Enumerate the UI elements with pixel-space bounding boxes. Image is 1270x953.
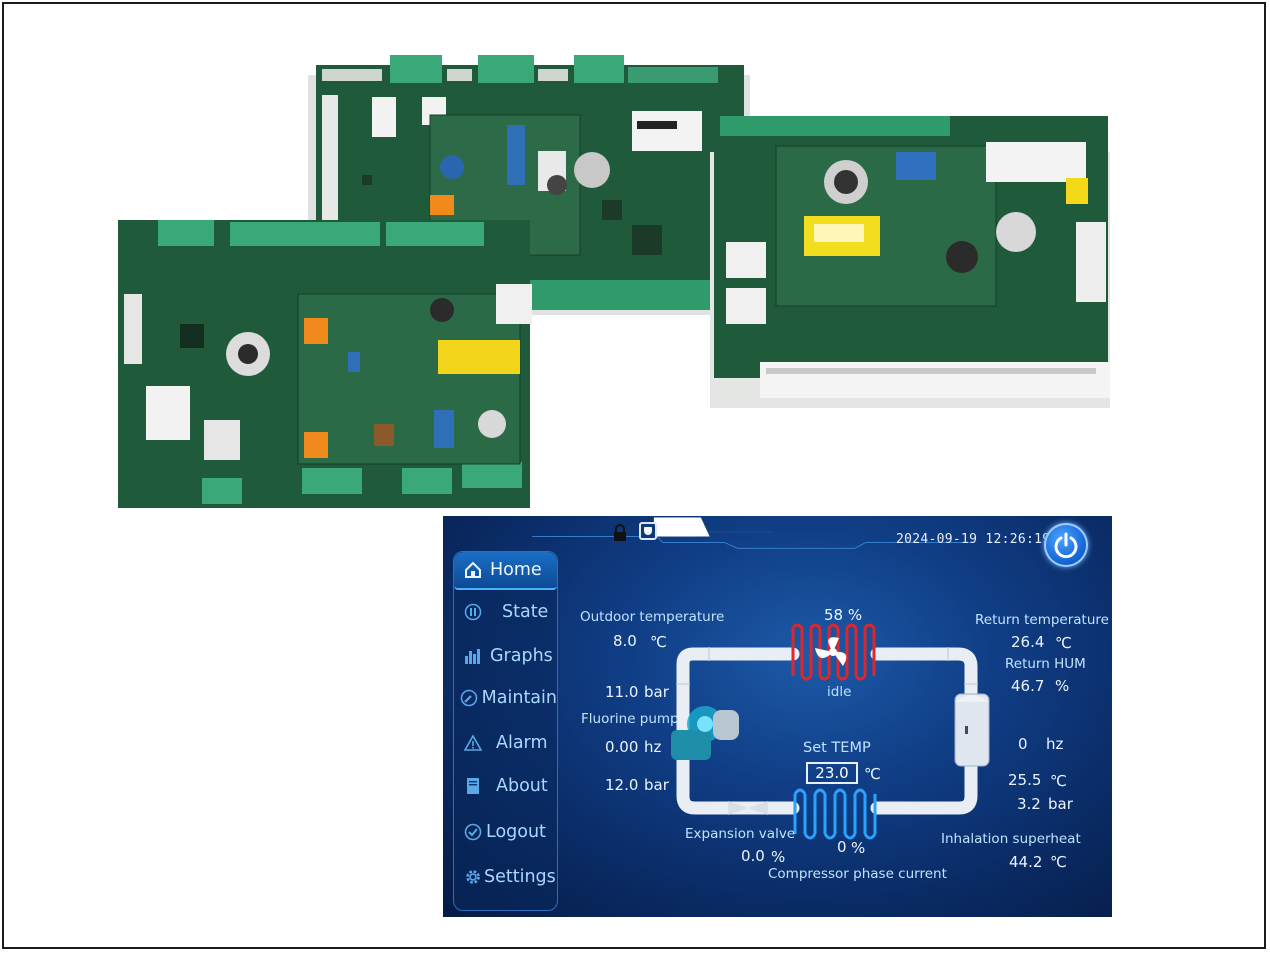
return-hum-unit: % [1055,677,1070,695]
nav-item-graphs[interactable]: Graphs [454,638,557,674]
nav-label-logout: Logout [486,822,546,842]
expansion-valve-icon [728,801,768,815]
outdoor-temp-label: Outdoor temperature [580,609,725,625]
set-temp-unit: ℃ [864,765,881,783]
expansion-valve-unit: % [771,848,786,866]
pressure-2-value: 12.0 [605,776,639,794]
power-icon [1054,532,1078,559]
shield-icon[interactable] [639,522,657,540]
suction-pressure-value: 3.2 [1017,795,1041,813]
datetime: 2024-09-19 12:26:19 [896,532,1051,547]
pressure-2-unit: bar [644,776,669,794]
compressor-frequency-unit: hz [1046,735,1064,753]
return-hum-label: Return HUM [1005,656,1086,672]
nav-label-graphs: Graphs [490,646,553,666]
pressure-1-unit: bar [644,683,669,701]
gear-icon [462,866,484,888]
nav-item-logout[interactable]: Logout [454,814,557,850]
fan-icon [815,637,847,666]
pump-frequency-unit: hz [644,738,662,756]
nav-item-alarm[interactable]: Alarm [454,725,557,761]
expansion-valve-label: Expansion valve [685,826,796,842]
home-icon [462,559,484,581]
outdoor-temp-unit: ℃ [650,633,667,651]
outdoor-temp-value: 8.0 [613,632,637,650]
set-temp-input[interactable]: 23.0 [806,762,858,784]
sidebar-nav: Home State Graphs Maintain Alarm About L… [453,551,558,911]
fan-status: idle [827,684,852,700]
pump-frequency-value: 0.00 [605,738,639,756]
pressure-1-value: 11.0 [605,683,639,701]
nav-item-maintain[interactable]: Maintain [454,680,557,716]
wrench-icon [458,687,480,709]
nav-label-state: State [502,602,549,622]
suction-pressure-unit: bar [1048,795,1073,813]
expansion-valve-value: 0.0 [741,847,765,865]
nav-label-about: About [496,776,548,796]
nav-item-about[interactable]: About [454,768,557,804]
set-temp-label: Set TEMP [803,740,871,756]
nav-item-settings[interactable]: Settings [454,859,557,895]
nav-item-state[interactable]: State [454,594,557,630]
nav-label-home: Home [490,560,542,580]
return-temp-value: 26.4 [1011,633,1045,651]
compressor-current-label: Compressor phase current [768,866,947,882]
top-frame [532,517,973,549]
evaporator-percent-value: 0 [837,838,847,856]
nav-label-maintain: Maintain [481,688,557,708]
nav-label-settings: Settings [484,867,556,887]
hmi-screen: 2024-09-19 12:26:19 Home State Graphs Ma… [443,516,1112,917]
compressor-icon [954,693,990,767]
nav-item-home[interactable]: Home [454,552,557,590]
warning-icon [462,732,484,754]
pump-icon [671,706,739,760]
return-hum-value: 46.7 [1011,677,1045,695]
document-icon [462,775,484,797]
state-icon [462,601,484,623]
refrigeration-circuit [671,623,990,840]
nav-label-alarm: Alarm [496,733,548,753]
suction-temp-value: 25.5 [1008,771,1042,789]
compressor-frequency-value: 0 [1018,735,1028,753]
lock-icon[interactable] [613,524,627,546]
pcb-board-front [112,214,540,514]
chart-icon [462,645,484,667]
superheat-unit: ℃ [1050,853,1067,871]
return-temp-label: Return temperature [975,612,1109,628]
check-icon [462,821,484,843]
evaporator-percent-unit: % [851,839,866,857]
pcb-board-right [706,112,1116,412]
superheat-value: 44.2 [1009,853,1043,871]
return-temp-unit: ℃ [1055,634,1072,652]
power-button[interactable] [1044,523,1088,567]
fluorine-pump-label: Fluorine pump [581,711,679,727]
suction-temp-unit: ℃ [1050,772,1067,790]
fan-percent: 58 % [824,606,863,624]
superheat-label: Inhalation superheat [941,831,1081,847]
evaporator-coil [793,788,877,840]
